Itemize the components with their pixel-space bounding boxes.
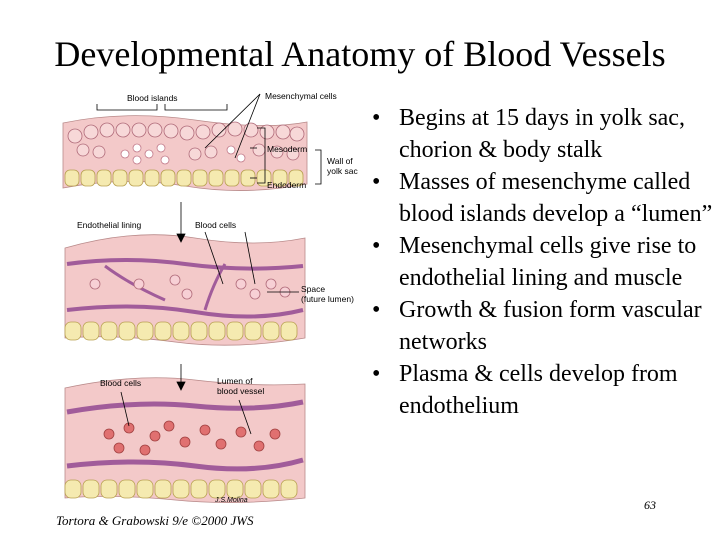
label-space: Space [301,284,325,294]
bullet-item: • Masses of mesenchyme called blood islan… [372,166,717,230]
bullet-list: • Begins at 15 days in yolk sac, chorion … [372,102,717,422]
figure-credit: Tortora & Grabowski 9/e ©2000 JWS [56,513,254,529]
label-blood-cells-2: Blood cells [100,378,141,388]
bullet-dot-icon: • [372,166,380,198]
label-mesoderm: Mesoderm [267,144,307,154]
bullet-text: Plasma & cells develop from endothelium [399,361,678,419]
bullet-dot-icon: • [372,358,380,390]
bullet-text: Masses of mesenchyme called blood island… [399,169,712,227]
label-blood-islands: Blood islands [127,93,178,103]
stage2-vessel-forming [65,235,305,346]
label-endoderm: Endoderm [267,180,306,190]
slide-number: 63 [644,498,656,513]
bullet-text: Growth & fusion form vascular networks [399,297,702,355]
label-wall-of: Wall of [327,156,353,166]
label-blood-vessel: blood vessel [217,386,264,396]
bullet-item: • Plasma & cells develop from endothelium [372,358,717,422]
slide-title: Developmental Anatomy of Blood Vessels [0,34,720,74]
label-mesenchymal-cells: Mesenchymal cells [265,91,337,101]
blood-vessel-development-figure: Blood islands Mesenchymal cells Mesoderm… [45,88,370,508]
label-yolk-sac: yolk sac [327,166,358,176]
bullet-item: • Begins at 15 days in yolk sac, chorion … [372,102,717,166]
label-endothelial-lining: Endothelial lining [77,220,142,230]
label-blood-cells-1: Blood cells [195,220,236,230]
bullet-item: • Growth & fusion form vascular networks [372,294,717,358]
artist-signature: J.S.Molina [214,497,248,504]
bullet-dot-icon: • [372,102,380,134]
bullet-dot-icon: • [372,230,380,262]
bullet-text: Mesenchymal cells give rise to endotheli… [399,233,696,291]
bullet-item: • Mesenchymal cells give rise to endothel… [372,230,717,294]
label-future-lumen: (future lumen) [301,294,354,304]
stage3-blood-vessel [65,378,305,503]
label-lumen-of: Lumen of [217,376,253,386]
bullet-text: Begins at 15 days in yolk sac, chorion &… [399,105,685,163]
bullet-dot-icon: • [372,294,380,326]
